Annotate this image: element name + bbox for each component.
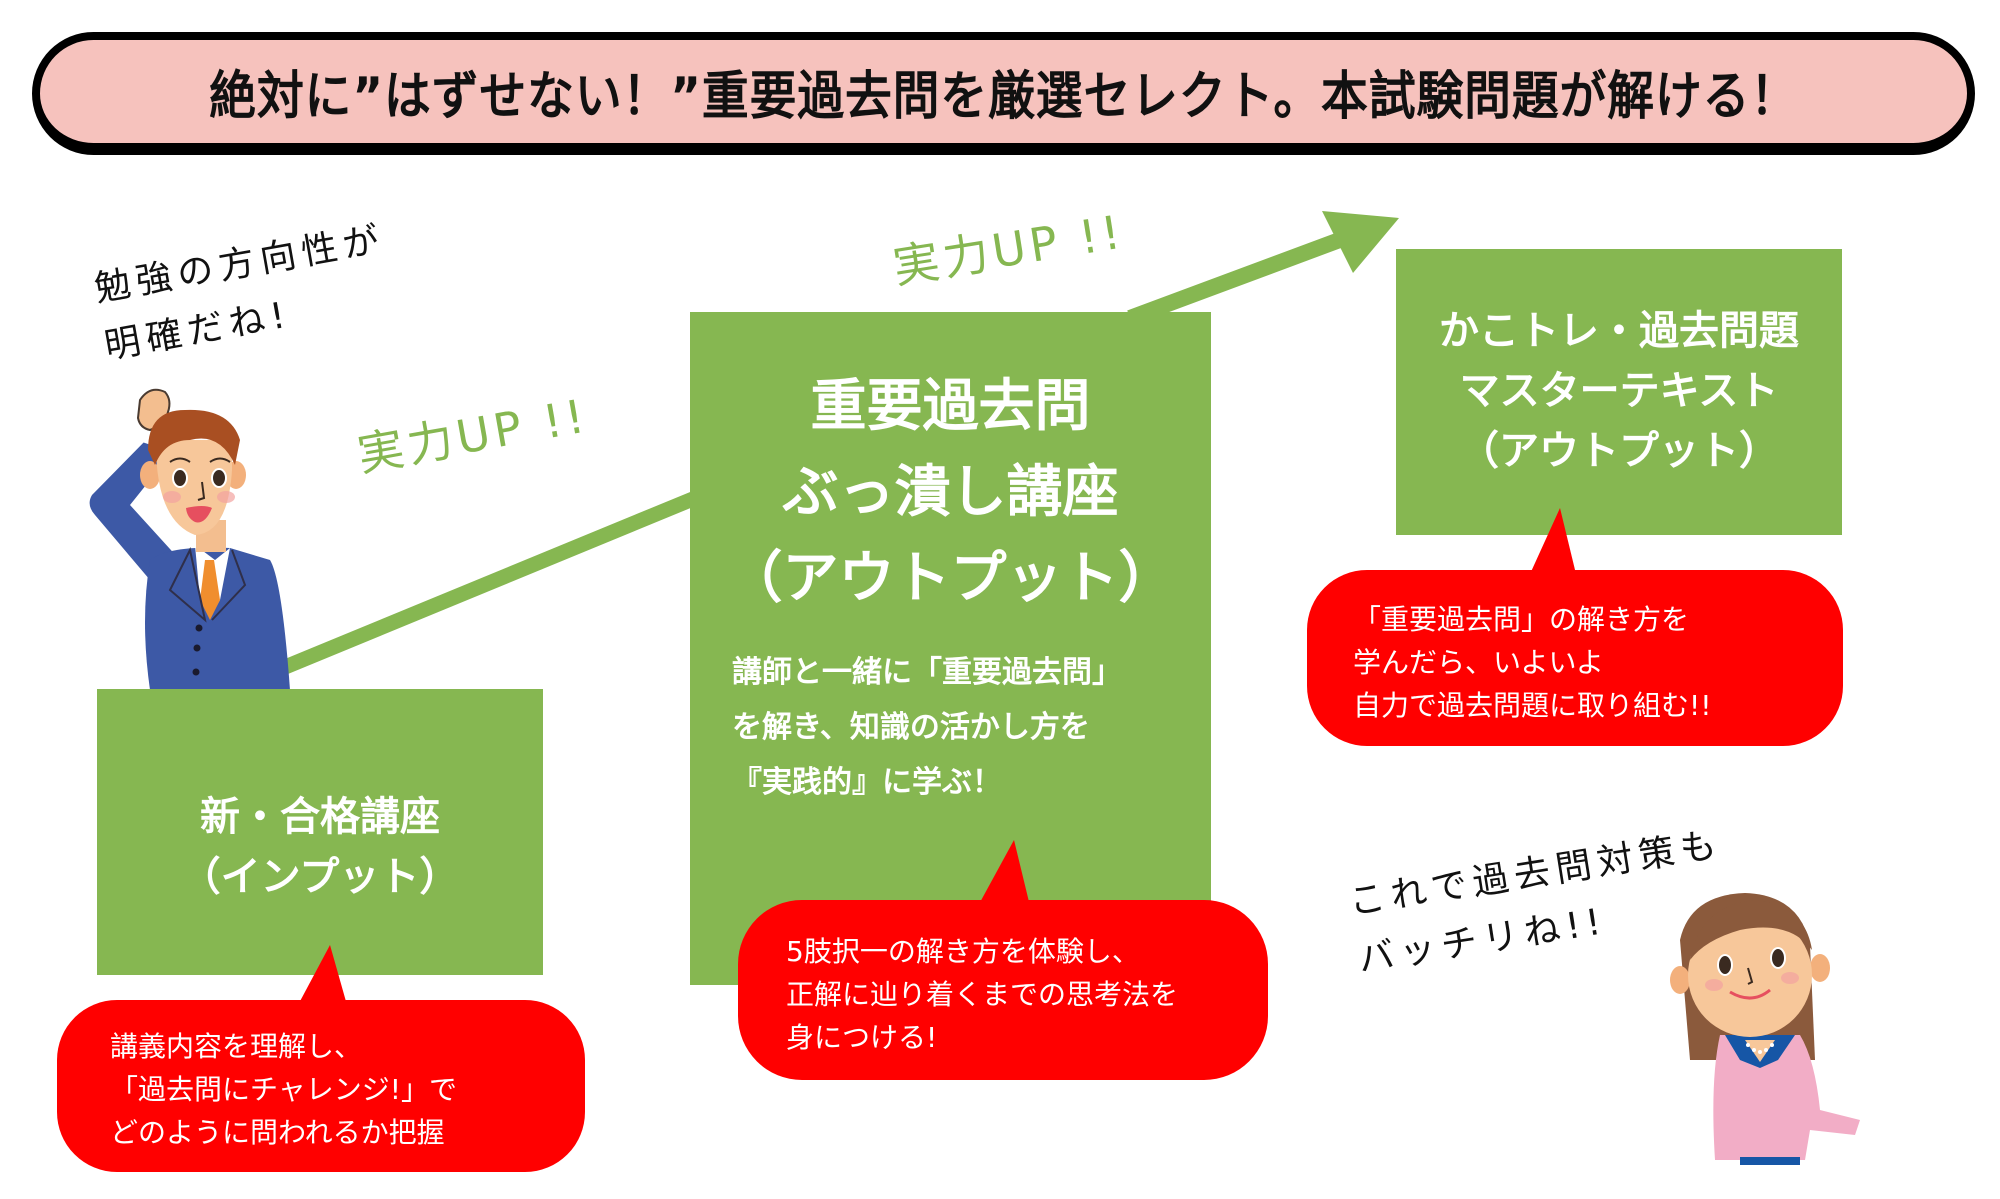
bubble-text: 「重要過去問」の解き方を 学んだら、いよいよ 自力で過去問題に取り組む!!	[1353, 598, 1843, 727]
step-box-past-exam-course: 重要過去問 ぶっ潰し講座 （アウトプット） 講師と一緒に「重要過去問」 を解き、…	[690, 312, 1211, 985]
bubble-line: 5肢択一の解き方を体験し、	[786, 935, 1140, 968]
bubble-line: 自力で過去問題に取り組む!!	[1353, 689, 1712, 722]
bubble-line: 「重要過去問」の解き方を	[1353, 603, 1690, 636]
bubble-line: どのように問われるか把握	[110, 1116, 445, 1149]
step-description: 講師と一緒に「重要過去問」 を解き、知識の活かし方を 『実践的』に学ぶ！	[732, 645, 1201, 810]
bubble-line: 身につける!	[786, 1021, 938, 1054]
step-description-line: 講師と一緒に「重要過去問」	[732, 655, 1122, 690]
step-title-line: ぶっ潰し講座	[782, 460, 1119, 525]
speech-bubble-past-exam: 5肢択一の解き方を体験し、 正解に辿り着くまでの思考法を 身につける!	[738, 900, 1268, 1080]
arrow-head-icon	[1322, 211, 1399, 273]
headline-banner: 絶対に”はずせない！”重要過去問を厳選セレクト。本試験問題が解ける！	[32, 32, 1975, 155]
bubble-line: 正解に辿り着くまでの思考法を	[786, 978, 1179, 1011]
speech-bubble-master-text: 「重要過去問」の解き方を 学んだら、いよいよ 自力で過去問題に取り組む!!	[1307, 570, 1843, 746]
step-title-line: 重要過去問	[810, 374, 1091, 439]
step-title: 重要過去問 ぶっ潰し講座 （アウトプット）	[690, 364, 1211, 622]
step-description-line: を解き、知識の活かし方を	[732, 710, 1090, 745]
step-title-line: （アウトプット）	[1459, 428, 1779, 474]
bubble-line: 「過去問にチャレンジ!」で	[110, 1073, 457, 1106]
step-title-line: （インプット）	[180, 854, 460, 900]
headline-text: 絶対に”はずせない！”重要過去問を厳選セレクト。本試験問題が解ける！	[209, 67, 1798, 127]
bubble-line: 学んだら、いよいよ	[1353, 646, 1604, 679]
speech-bubble-input: 講義内容を理解し、 「過去問にチャレンジ!」で どのように問われるか把握	[57, 1000, 585, 1172]
step-title-line: マスターテキスト	[1459, 368, 1779, 414]
arrow-line-lower	[207, 489, 703, 705]
step-box-input-course: 新・合格講座 （インプット）	[97, 689, 543, 975]
step-title: 新・合格講座 （インプット）	[97, 787, 543, 907]
step-title: かこトレ・過去問題 マスターテキスト （アウトプット）	[1396, 301, 1842, 481]
step-title-line: 新・合格講座	[200, 794, 440, 840]
arrow-line-upper	[1127, 230, 1348, 326]
step-description-line: 『実践的』に学ぶ！	[732, 765, 1002, 800]
bubble-line: 講義内容を理解し、	[110, 1030, 363, 1063]
step-box-master-text: かこトレ・過去問題 マスターテキスト （アウトプット）	[1396, 249, 1842, 535]
step-title-line: かこトレ・過去問題	[1439, 308, 1799, 354]
bubble-text: 5肢択一の解き方を体験し、 正解に辿り着くまでの思考法を 身につける!	[786, 930, 1268, 1059]
bubble-text: 講義内容を理解し、 「過去問にチャレンジ!」で どのように問われるか把握	[110, 1025, 585, 1154]
step-title-line: （アウトプット）	[726, 546, 1175, 611]
